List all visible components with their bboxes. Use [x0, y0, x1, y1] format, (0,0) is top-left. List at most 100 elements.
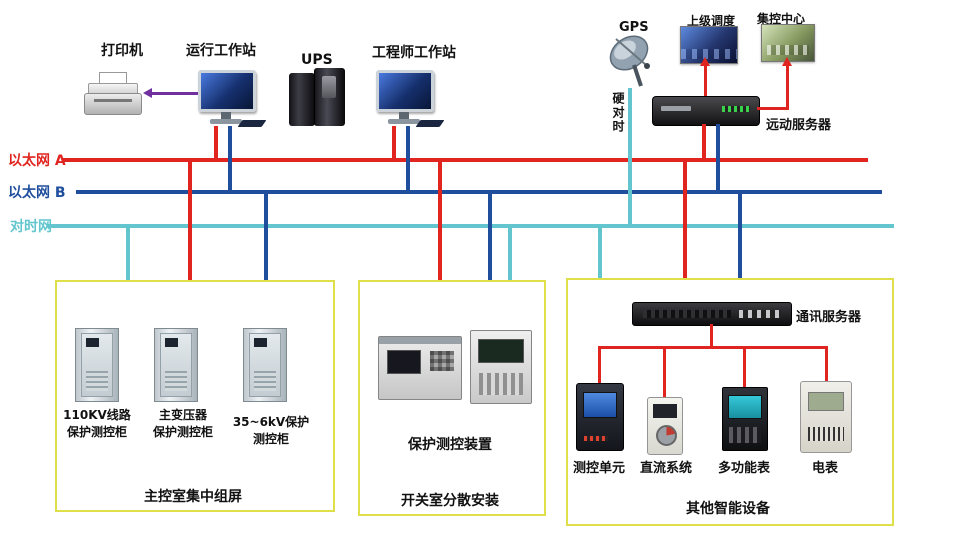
- protection-device-wide-icon: [378, 336, 462, 400]
- left-box-drop-a: [188, 162, 192, 280]
- multifunction-meter-icon: [722, 387, 768, 451]
- monitor-stand: [399, 112, 409, 119]
- cabinet-35kv-label: 35~6kV保护 测控柜: [227, 413, 315, 447]
- device-screen: [387, 350, 421, 374]
- middle-box-drop-time: [508, 228, 512, 280]
- monitor-base: [210, 119, 242, 124]
- engineer-ws-drop-a: [392, 126, 396, 158]
- middle-box-drop-a: [438, 162, 442, 280]
- printer-link-arrow: [143, 88, 152, 98]
- monitor-screen: [198, 70, 256, 112]
- keyboard: [415, 120, 445, 127]
- left-box-caption: 主控室集中组屏: [144, 489, 242, 505]
- cabinet-label-line2: 保护测控柜: [66, 425, 127, 439]
- ethernet-b-label: 以太网 B: [8, 185, 66, 201]
- time-net-label: 对时网: [10, 219, 52, 235]
- engineer-workstation-icon: [376, 70, 445, 128]
- dc-system-label: 直流系统: [639, 461, 692, 476]
- cabinet-label-line2: 保护测控柜: [152, 425, 213, 439]
- engineer-ws-label: 工程师工作站: [372, 45, 456, 61]
- monitor-screen: [376, 70, 434, 112]
- device-bus-line: [598, 346, 828, 349]
- ups-tower: [289, 73, 315, 126]
- ups-icon: [289, 68, 347, 126]
- uplink-dispatch-line: [704, 64, 707, 96]
- comm-server-icon: [632, 302, 792, 326]
- gps-label: GPS: [619, 20, 649, 35]
- meter-dial: [656, 425, 677, 446]
- control-center-label: 集控中心: [757, 12, 806, 26]
- meter-barcode: [808, 427, 844, 441]
- drop-dc-system: [663, 349, 666, 397]
- operator-ws-drop-a: [214, 126, 218, 158]
- telemetry-server-label: 远动服务器: [766, 118, 832, 133]
- cabinet-110kv-icon: [75, 328, 119, 402]
- cabinet-label-line1: 110KV线路: [63, 408, 131, 422]
- comm-server-downlink: [710, 324, 713, 346]
- telemetry-server-icon: [652, 96, 760, 126]
- ethernet-a-bus: [62, 158, 868, 162]
- printer-link-line: [150, 92, 200, 95]
- left-box-drop-b: [264, 194, 268, 280]
- monitor-base: [388, 119, 420, 124]
- dc-system-icon: [647, 397, 683, 455]
- middle-box-caption: 开关室分散安装: [401, 493, 499, 509]
- uplink-control-center-elbow: [757, 107, 789, 110]
- multifunction-meter-label: 多功能表: [717, 461, 770, 476]
- right-box-drop-time: [598, 228, 602, 278]
- cabinet-label-line1: 主变压器: [158, 408, 207, 422]
- cabinet-door: [160, 333, 192, 397]
- device-screen: [728, 395, 762, 419]
- monitor-stand: [221, 112, 231, 119]
- energy-meter-label: 电表: [811, 461, 838, 476]
- cabinet-door: [249, 333, 281, 397]
- cabinet-110kv-label: 110KV线路 保护测控柜: [53, 406, 141, 440]
- uplink-control-center-arrow: [782, 57, 792, 66]
- measuring-unit-icon: [576, 383, 624, 451]
- device-keys: [729, 427, 761, 443]
- device-keys: [479, 373, 523, 395]
- measuring-unit-label: 测控单元: [572, 461, 625, 476]
- cabinet-transformer-label: 主变压器 保护测控柜: [139, 406, 227, 440]
- left-box-drop-time: [126, 228, 130, 280]
- printer-label: 打印机: [101, 43, 143, 59]
- control-center-photo: [761, 24, 815, 62]
- energy-meter-icon: [800, 381, 852, 453]
- printer-icon: [84, 72, 142, 115]
- device-screen: [583, 392, 617, 418]
- right-box-caption: 其他智能设备: [686, 501, 770, 517]
- cabinet-label-line2: 测控柜: [252, 432, 289, 446]
- engineer-ws-drop-b: [406, 126, 410, 190]
- server-drop-a: [702, 124, 706, 158]
- time-net-bus: [48, 224, 894, 228]
- cabinet-door: [81, 333, 113, 397]
- comm-server-label: 通讯服务器: [796, 310, 862, 325]
- hard-time-sync-label: 硬对时: [611, 92, 625, 134]
- middle-box-drop-b: [488, 194, 492, 280]
- device-buttons: [430, 351, 454, 371]
- protection-device-tall-icon: [470, 330, 532, 404]
- printer-body: [84, 93, 142, 115]
- right-box-drop-a: [683, 162, 687, 302]
- ups-label: UPS: [301, 52, 333, 68]
- protection-device-label: 保护测控装置: [408, 437, 492, 453]
- drop-energy-meter: [825, 349, 828, 381]
- cabinet-35kv-icon: [243, 328, 287, 402]
- meter-lcd: [808, 392, 844, 411]
- drop-multifunction-meter: [743, 349, 746, 387]
- cabinet-transformer-icon: [154, 328, 198, 402]
- ethernet-a-label: 以太网 A: [8, 153, 66, 169]
- dispatch-label: 上级调度: [687, 14, 736, 28]
- ups-tower: [314, 68, 345, 126]
- uplink-dispatch-arrow: [700, 57, 710, 66]
- meter-window: [653, 404, 677, 418]
- operator-workstation-icon: [198, 70, 267, 128]
- uplink-control-center-line: [786, 64, 789, 109]
- server-drop-b: [716, 124, 720, 190]
- cabinet-label-line1: 35~6kV保护: [232, 415, 310, 429]
- operator-ws-drop-b: [228, 126, 232, 190]
- device-screen: [478, 339, 524, 363]
- keyboard: [237, 120, 267, 127]
- drop-mcu: [598, 349, 601, 383]
